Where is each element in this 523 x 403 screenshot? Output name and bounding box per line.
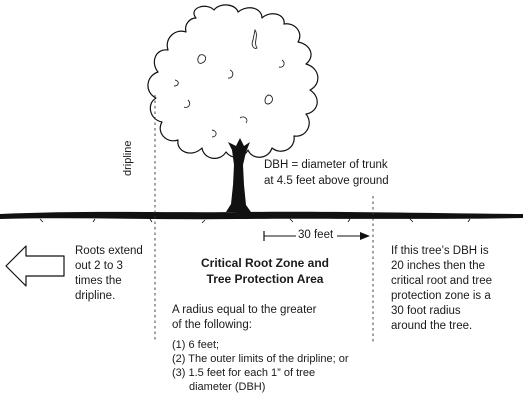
example-note-line6: around the tree.: [391, 320, 473, 332]
roots-note-line2: out 2 to 3: [75, 260, 123, 272]
tree-canopy: [147, 4, 319, 159]
zone-title-line1: Critical Root Zone and: [200, 256, 329, 270]
roots-note-line1: Roots extend: [75, 245, 143, 257]
dbh-caption-line1: DBH = diameter of trunk: [264, 159, 388, 171]
ground-line: [0, 211, 523, 220]
example-note-line4: protection zone is a: [391, 290, 491, 302]
example-note-line3: critical root and tree: [391, 275, 492, 287]
example-note-line1: If this tree’s DBH is: [391, 245, 489, 257]
radius-intro-line1: A radius equal to the greater: [172, 304, 317, 316]
radius-label: 30 feet: [298, 229, 334, 241]
roots-note-line3: times the: [75, 275, 122, 287]
criteria-item1: (1) 6 feet;: [172, 339, 220, 351]
criteria-item3-line1: (3) 1.5 feet for each 1” of tree: [172, 367, 316, 379]
roots-arrow-icon: [5, 245, 65, 287]
example-note-line5: 30 foot radius: [391, 305, 461, 317]
dripline-label: dripline: [122, 140, 134, 176]
tree-trunk: [226, 138, 251, 212]
radius-intro-line2: of the following:: [172, 319, 252, 331]
example-note-line2: 20 inches then the: [391, 260, 485, 272]
roots-note-line4: dripline.: [75, 290, 116, 302]
criteria-item3-line2: diameter (DBH): [189, 381, 266, 393]
criteria-item2: (2) The outer limits of the dripline; or: [172, 353, 349, 365]
dbh-caption-line2: at 4.5 feet above ground: [264, 175, 389, 187]
zone-title-line2: Tree Protection Area: [206, 272, 324, 286]
